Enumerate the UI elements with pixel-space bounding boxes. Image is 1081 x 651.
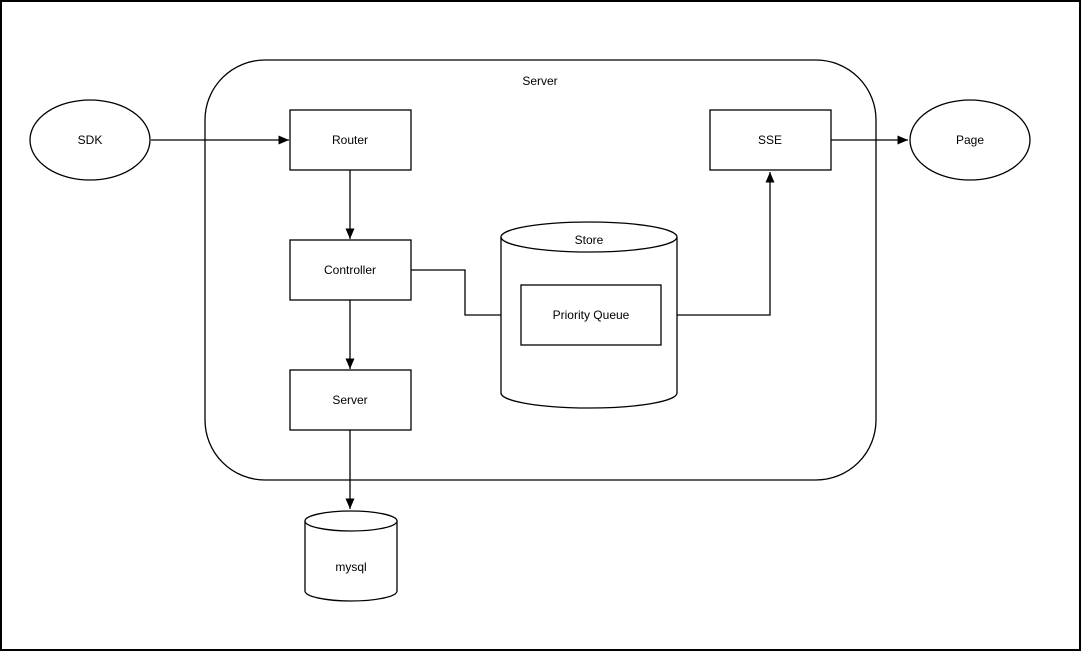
node-server-label: Server — [332, 393, 367, 407]
store-cylinder-top[interactable] — [500, 221, 678, 253]
edge-priority-queue-sse[interactable] — [661, 172, 775, 316]
node-controller-label: Controller — [324, 263, 376, 277]
node-sdk-label: SDK — [78, 133, 103, 147]
node-router-label: Router — [332, 133, 368, 147]
node-server[interactable] — [289, 369, 412, 431]
node-mysql[interactable]: mysql — [304, 510, 398, 602]
node-router[interactable] — [289, 109, 412, 171]
node-priority-queue-label: Priority Queue — [553, 308, 630, 322]
node-store-label: Store — [575, 233, 604, 247]
mysql-cylinder-body[interactable] — [304, 521, 398, 602]
edge-controller-priority-queue[interactable] — [411, 269, 520, 320]
node-page-label: Page — [956, 133, 984, 147]
node-page[interactable] — [909, 99, 1031, 181]
node-sse-label: SSE — [758, 133, 782, 147]
group-server-label: Server — [522, 74, 557, 88]
node-sdk[interactable] — [29, 99, 151, 181]
group-server-container[interactable] — [204, 59, 877, 481]
node-priority-queue[interactable] — [520, 284, 662, 346]
node-mysql-label: mysql — [335, 560, 366, 574]
node-controller[interactable] — [289, 239, 412, 301]
mysql-cylinder-top[interactable] — [304, 510, 398, 532]
node-sse[interactable] — [709, 109, 832, 171]
